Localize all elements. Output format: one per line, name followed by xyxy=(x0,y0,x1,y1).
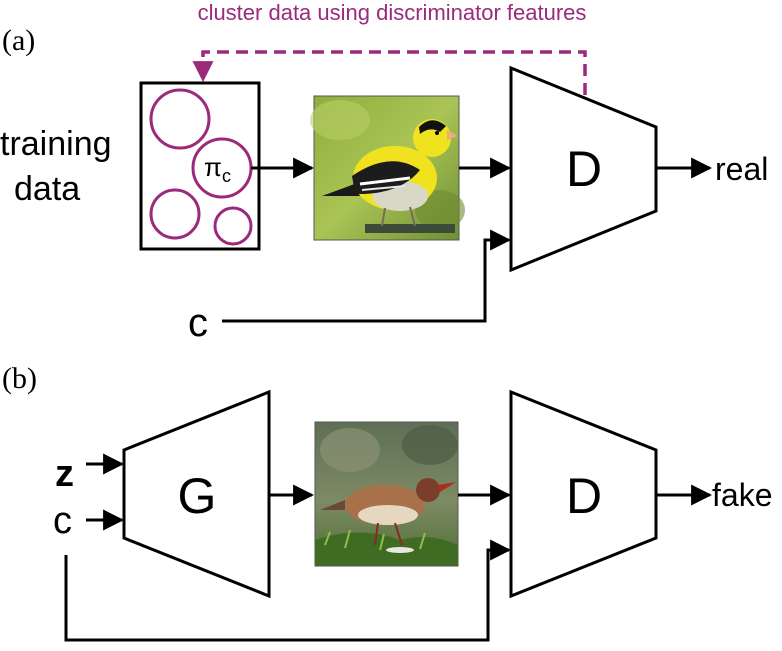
output-fake-label: fake xyxy=(712,477,772,513)
cluster-circle xyxy=(213,206,253,246)
cluster-circle xyxy=(149,188,201,240)
discriminator-b-label: D xyxy=(566,468,602,524)
cluster-symbol: πc xyxy=(204,152,231,186)
panel-a-label: (a) xyxy=(2,24,35,57)
condition-c-label-a: c xyxy=(188,301,208,345)
training-label-line1: training xyxy=(0,125,112,163)
training-data-box xyxy=(139,81,261,251)
generator xyxy=(122,389,271,599)
noise-z-label: z xyxy=(55,453,74,495)
arrow-condition-to-discriminator-a xyxy=(222,229,512,323)
generator-label: G xyxy=(178,468,217,524)
real-image xyxy=(310,95,465,241)
discriminator-a xyxy=(509,65,658,273)
feedback-dashed-arrow xyxy=(192,50,587,95)
generated-image xyxy=(314,421,459,567)
discriminator-a-label: D xyxy=(566,141,602,197)
training-label-line2: data xyxy=(14,170,80,208)
cluster-circle xyxy=(149,88,211,150)
condition-c-label-b: c xyxy=(53,500,72,542)
arrow-condition-to-discriminator-b xyxy=(64,539,512,642)
output-real-label: real xyxy=(715,151,768,187)
feedback-label: cluster data using discriminator feature… xyxy=(198,0,587,25)
discriminator-b xyxy=(509,389,658,599)
panel-b-label: (b) xyxy=(2,362,37,395)
